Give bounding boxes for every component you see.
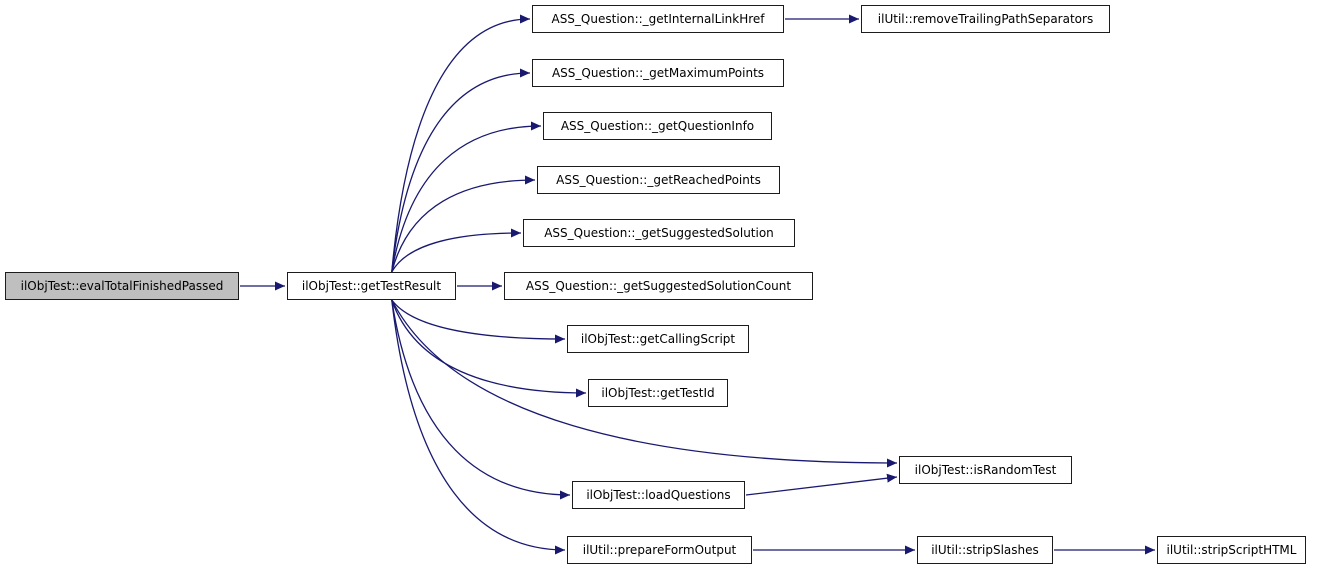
node-getSuggestedSolution[interactable]: ASS_Question::_getSuggestedSolution — [523, 219, 795, 247]
node-stripSlashes[interactable]: ilUtil::stripSlashes — [917, 536, 1053, 564]
node-getInternalLinkHref[interactable]: ASS_Question::_getInternalLinkHref — [532, 5, 784, 33]
edge-getTestResult-to-getTestId — [391, 299, 587, 398]
node-getQuestionInfo[interactable]: ASS_Question::_getQuestionInfo — [543, 112, 772, 140]
edge-getTestResult-to-getQuestionInfo — [391, 121, 542, 273]
node-label: ilObjTest::loadQuestions — [586, 488, 731, 502]
node-label: ilUtil::removeTrailingPathSeparators — [877, 12, 1094, 26]
node-getMaximumPoints[interactable]: ASS_Question::_getMaximumPoints — [532, 59, 784, 87]
node-loadQuestions[interactable]: ilObjTest::loadQuestions — [572, 481, 745, 509]
node-stripScriptHTML[interactable]: ilUtil::stripScriptHTML — [1157, 536, 1306, 564]
node-label: ASS_Question::_getMaximumPoints — [551, 66, 765, 80]
edge-getTestResult-to-getMaximumPoints — [391, 68, 531, 273]
node-label: ilObjTest::getTestResult — [301, 279, 442, 293]
node-getSuggestedSolutionCount[interactable]: ASS_Question::_getSuggestedSolutionCount — [504, 272, 813, 300]
node-getTestId[interactable]: ilObjTest::getTestId — [588, 379, 728, 407]
node-label: ilUtil::prepareFormOutput — [582, 543, 737, 557]
node-prepareFormOutput[interactable]: ilUtil::prepareFormOutput — [567, 536, 752, 564]
edge-getTestResult-to-isRandomTest — [391, 299, 898, 468]
node-label: ASS_Question::_getReachedPoints — [556, 173, 761, 187]
node-label: ilObjTest::isRandomTest — [914, 463, 1057, 477]
node-getReachedPoints[interactable]: ASS_Question::_getReachedPoints — [537, 166, 780, 194]
node-label: ASS_Question::_getInternalLinkHref — [551, 12, 765, 26]
node-evalTotalFinishedPassed[interactable]: ilObjTest::evalTotalFinishedPassed — [5, 272, 239, 300]
node-label: ASS_Question::_getQuestionInfo — [560, 119, 755, 133]
edge-getTestResult-to-loadQuestions — [391, 299, 571, 500]
node-label: ilObjTest::evalTotalFinishedPassed — [20, 279, 224, 293]
node-label: ASS_Question::_getSuggestedSolutionCount — [525, 279, 792, 293]
edge-getTestResult-to-prepareFormOutput — [391, 299, 566, 555]
edge-getTestResult-to-getCallingScript — [391, 299, 566, 344]
edge-getTestResult-to-getSuggestedSolution — [391, 228, 522, 273]
node-getTestResult[interactable]: ilObjTest::getTestResult — [287, 272, 456, 300]
node-removeTrailingPathSeparators[interactable]: ilUtil::removeTrailingPathSeparators — [861, 5, 1110, 33]
node-label: ASS_Question::_getSuggestedSolution — [544, 226, 774, 240]
edge-getTestResult-to-getInternalLinkHref — [391, 14, 531, 273]
node-isRandomTest[interactable]: ilObjTest::isRandomTest — [899, 456, 1072, 484]
edge-loadQuestions-to-isRandomTest — [745, 473, 898, 496]
node-getCallingScript[interactable]: ilObjTest::getCallingScript — [567, 325, 749, 353]
node-label: ilObjTest::getCallingScript — [580, 332, 736, 346]
edge-getTestResult-to-getReachedPoints — [391, 175, 536, 273]
node-label: ilUtil::stripScriptHTML — [1166, 543, 1297, 557]
node-label: ilObjTest::getTestId — [601, 386, 715, 400]
node-label: ilUtil::stripSlashes — [931, 543, 1039, 557]
